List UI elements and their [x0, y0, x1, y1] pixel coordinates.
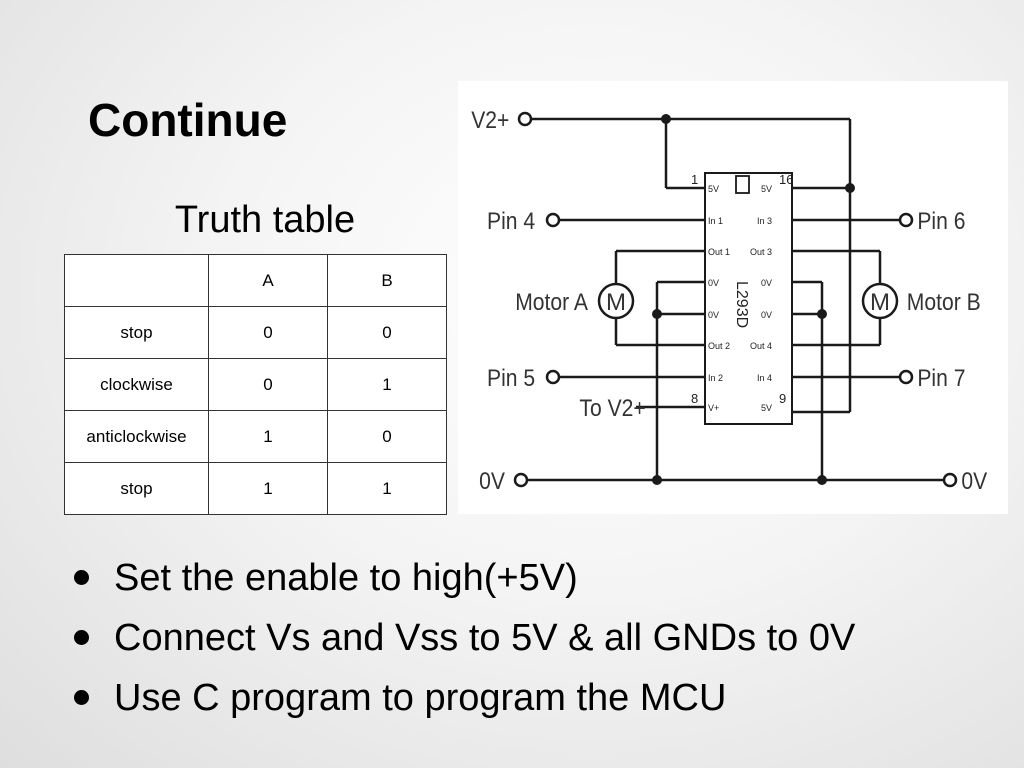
- header-cell: A: [208, 254, 328, 307]
- junction-dots: [652, 114, 855, 485]
- chip-right-pin: 0V: [761, 278, 772, 288]
- bullet-list: Set the enable to high(+5V) Connect Vs a…: [70, 548, 855, 728]
- chip-right-pin: Out 4: [750, 341, 772, 351]
- label-pin5: Pin 5: [487, 365, 535, 392]
- chip-left-pin: Out 2: [708, 341, 730, 351]
- table-row: clockwise 0 1: [64, 358, 447, 411]
- table-cell: 1: [208, 410, 328, 463]
- bullet-item: Connect Vs and Vss to 5V & all GNDs to 0…: [70, 608, 855, 668]
- chip-left-pin: In 1: [708, 216, 723, 226]
- table-header-row: A B: [64, 254, 447, 307]
- slide-subtitle: Truth table: [174, 199, 356, 241]
- label-v2: V2+: [471, 107, 509, 134]
- bullet-dot-icon: [74, 630, 89, 645]
- table-cell: clockwise: [64, 358, 209, 411]
- label-motor-b: Motor B: [907, 289, 981, 316]
- label-pin7: Pin 7: [917, 365, 965, 392]
- motor-a-symbol: M: [597, 282, 635, 320]
- label-pin4: Pin 4: [487, 208, 535, 235]
- bullet-item: Use C program to program the MCU: [70, 668, 855, 728]
- table-cell: 1: [327, 462, 447, 515]
- chip-right-pin: 5V: [761, 403, 772, 413]
- table-cell: 1: [208, 462, 328, 515]
- truth-table: A B stop 0 0 clockwise 0 1 anticlockwise…: [64, 254, 447, 515]
- chip-right-pin: Out 3: [750, 247, 772, 257]
- motor-b-symbol: M: [861, 282, 899, 320]
- bullet-dot-icon: [74, 570, 89, 585]
- pin-number: 1: [691, 172, 698, 187]
- motor-b-symbol-letter: M: [870, 289, 890, 316]
- pin-number: 9: [779, 391, 786, 406]
- table-row: stop 0 0: [64, 306, 447, 359]
- terminal-circles: [513, 111, 958, 488]
- table-cell: 0: [327, 410, 447, 463]
- label-0v-left: 0V: [479, 468, 505, 495]
- chip-left-pin: Out 1: [708, 247, 730, 257]
- chip-left-pin: 5V: [708, 184, 719, 194]
- table-cell: anticlockwise: [64, 410, 209, 463]
- motor-a-symbol-letter: M: [606, 289, 626, 316]
- chip-right-pin: 5V: [761, 184, 772, 194]
- label-to-v2: To V2+: [579, 395, 645, 422]
- bullet-text: Set the enable to high(+5V): [114, 557, 578, 599]
- circuit-diagram: M M L293D 5V In 1 Out 1 0V 0V Out 2 In 2…: [458, 81, 1008, 514]
- bullet-dot-icon: [74, 690, 89, 705]
- bullet-item: Set the enable to high(+5V): [70, 548, 855, 608]
- table-row: anticlockwise 1 0: [64, 410, 447, 463]
- chip-right-pin: In 3: [757, 216, 772, 226]
- table-cell: stop: [64, 462, 209, 515]
- pin-number: 16: [779, 172, 793, 187]
- pin-number: 8: [691, 391, 698, 406]
- table-cell: 0: [327, 306, 447, 359]
- table-cell: 0: [208, 358, 328, 411]
- chip-left-pin: In 2: [708, 373, 723, 383]
- chip-left-pin: 0V: [708, 278, 719, 288]
- table-cell: 0: [208, 306, 328, 359]
- chip-left-pin: 0V: [708, 310, 719, 320]
- header-cell: [64, 254, 209, 307]
- slide-title: Continue: [88, 94, 288, 146]
- table-row: stop 1 1: [64, 462, 447, 515]
- chip-right-pin: 0V: [761, 310, 772, 320]
- label-motor-a: Motor A: [515, 289, 589, 316]
- table-cell: stop: [64, 306, 209, 359]
- label-pin6: Pin 6: [917, 208, 965, 235]
- chip-label: L293D: [733, 281, 750, 328]
- chip-left-pin: V+: [708, 403, 719, 413]
- bullet-text: Connect Vs and Vss to 5V & all GNDs to 0…: [114, 617, 856, 659]
- label-0v-right: 0V: [961, 468, 987, 495]
- circuit-schematic: M M L293D 5V In 1 Out 1 0V 0V Out 2 In 2…: [471, 107, 987, 495]
- table-cell: 1: [327, 358, 447, 411]
- chip-notch: [735, 175, 750, 194]
- chip-body: [704, 172, 793, 425]
- bullet-text: Use C program to program the MCU: [114, 677, 727, 719]
- chip-right-pin: In 4: [757, 373, 772, 383]
- header-cell: B: [327, 254, 447, 307]
